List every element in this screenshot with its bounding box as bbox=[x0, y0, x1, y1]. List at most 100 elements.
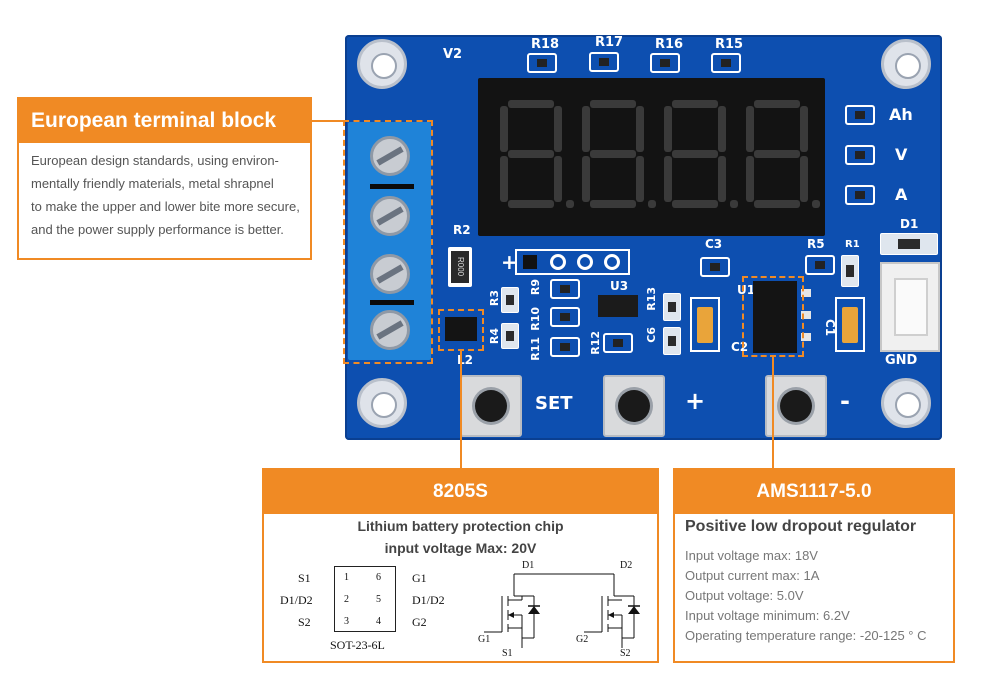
terminal-block-callout: European terminal block European design … bbox=[17, 97, 312, 260]
ams1117-highlight-frame bbox=[742, 276, 804, 357]
display-segment bbox=[500, 156, 508, 202]
led-ah bbox=[845, 105, 875, 125]
silk-r16: R16 bbox=[655, 37, 684, 52]
silk-r2: R2 bbox=[453, 223, 471, 237]
leader-line bbox=[460, 350, 462, 468]
spec-list: Input voltage max: 18V Output current ma… bbox=[685, 546, 955, 646]
ams1117-callout: AMS1117-5.0 Positive low dropout regulat… bbox=[673, 468, 955, 663]
display-segment bbox=[508, 150, 554, 158]
display-segment bbox=[754, 150, 800, 158]
screw-terminal[interactable] bbox=[370, 254, 410, 294]
pin-number: 4 bbox=[376, 616, 381, 627]
display-segment bbox=[582, 106, 590, 152]
silk-v2: V2 bbox=[443, 47, 463, 62]
display-segment bbox=[664, 106, 672, 152]
spec-item: Output current max: 1A bbox=[685, 568, 820, 583]
callout-title: 8205S bbox=[264, 470, 657, 514]
silk-r1: R1 bbox=[845, 239, 860, 250]
silk-gnd: GND bbox=[885, 353, 918, 368]
display-segment bbox=[754, 200, 800, 208]
schematic-label: D1 bbox=[522, 560, 535, 571]
callout-body-line: mentally friendly materials, metal shrap… bbox=[31, 176, 274, 191]
schematic-label: S2 bbox=[620, 648, 631, 659]
regulator-ams1117 bbox=[753, 281, 797, 353]
silk-header-plus: + bbox=[501, 250, 518, 274]
schematic-label: G2 bbox=[576, 634, 589, 645]
callout-body: European design standards, using environ… bbox=[31, 149, 311, 241]
terminal-highlight-frame bbox=[343, 120, 433, 364]
silk-minus: - bbox=[840, 387, 850, 415]
silk-r12: R12 bbox=[589, 331, 602, 355]
callout-body-line: and the power supply performance is bett… bbox=[31, 222, 284, 237]
pin-label: S2 bbox=[298, 615, 311, 629]
silk-ah: Ah bbox=[889, 105, 913, 124]
silk-r9: R9 bbox=[529, 279, 542, 296]
leader-line bbox=[772, 356, 774, 470]
display-decimal-point bbox=[566, 200, 574, 208]
resistor-r4 bbox=[501, 323, 519, 349]
seven-segment-display bbox=[478, 78, 825, 236]
silk-r18: R18 bbox=[531, 37, 560, 52]
plus-button[interactable] bbox=[603, 375, 665, 437]
resistor-r11 bbox=[550, 337, 580, 357]
display-segment bbox=[590, 150, 636, 158]
terminal-block bbox=[348, 122, 431, 360]
display-digit bbox=[746, 100, 820, 208]
pin-header bbox=[515, 249, 630, 275]
capacitor-body bbox=[842, 307, 858, 343]
display-segment bbox=[590, 200, 636, 208]
display-digit bbox=[664, 100, 738, 208]
mounting-hole bbox=[881, 39, 931, 89]
display-segment bbox=[746, 106, 754, 152]
header-pin bbox=[577, 254, 593, 270]
resistor-r13 bbox=[663, 293, 681, 321]
capacitor-c6 bbox=[663, 327, 681, 355]
display-segment bbox=[672, 200, 718, 208]
terminal-divider bbox=[370, 184, 414, 189]
silk-r4: R4 bbox=[488, 328, 501, 345]
silk-u3: U3 bbox=[610, 279, 629, 293]
header-pin bbox=[550, 254, 566, 270]
display-segment bbox=[508, 100, 554, 108]
chip-8205s bbox=[445, 317, 477, 341]
display-segment bbox=[590, 100, 636, 108]
silk-a: A bbox=[895, 185, 908, 204]
display-decimal-point bbox=[812, 200, 820, 208]
schematic-label: G1 bbox=[478, 634, 491, 645]
silk-set: SET bbox=[535, 393, 573, 414]
set-button[interactable] bbox=[460, 375, 522, 437]
silk-c6: C6 bbox=[645, 327, 658, 343]
led-a bbox=[845, 185, 875, 205]
display-segment bbox=[500, 106, 508, 152]
pin-number: 3 bbox=[344, 616, 349, 627]
silk-d1: D1 bbox=[900, 217, 919, 231]
pin-label: G1 bbox=[412, 571, 427, 585]
display-segment bbox=[664, 156, 672, 202]
package-outline bbox=[334, 566, 396, 632]
shunt-resistor: R000 bbox=[448, 247, 472, 287]
screw-terminal[interactable] bbox=[370, 196, 410, 236]
resistor-r15 bbox=[711, 53, 741, 73]
display-segment bbox=[636, 106, 644, 152]
capacitor-c3 bbox=[700, 257, 730, 277]
display-digit bbox=[500, 100, 574, 208]
capacitor-body bbox=[697, 307, 713, 343]
header-pin bbox=[604, 254, 620, 270]
screw-terminal[interactable] bbox=[370, 136, 410, 176]
silk-r3: R3 bbox=[488, 290, 501, 307]
screw-terminal[interactable] bbox=[370, 310, 410, 350]
pin-number: 2 bbox=[344, 594, 349, 605]
display-segment bbox=[672, 150, 718, 158]
capacitor-tantalum bbox=[835, 297, 865, 352]
minus-button[interactable] bbox=[765, 375, 827, 437]
chip-subtitle: Lithium battery protection chip bbox=[357, 518, 564, 534]
resistor-r10 bbox=[550, 307, 580, 327]
display-segment bbox=[754, 100, 800, 108]
schematic-label: D2 bbox=[620, 560, 633, 571]
display-segment bbox=[508, 200, 554, 208]
resistor-r17 bbox=[589, 52, 619, 72]
connector-socket bbox=[894, 278, 928, 336]
resistor-r3 bbox=[501, 287, 519, 313]
8205s-callout: 8205S Lithium battery protection chip in… bbox=[262, 468, 659, 663]
display-digit bbox=[582, 100, 656, 208]
